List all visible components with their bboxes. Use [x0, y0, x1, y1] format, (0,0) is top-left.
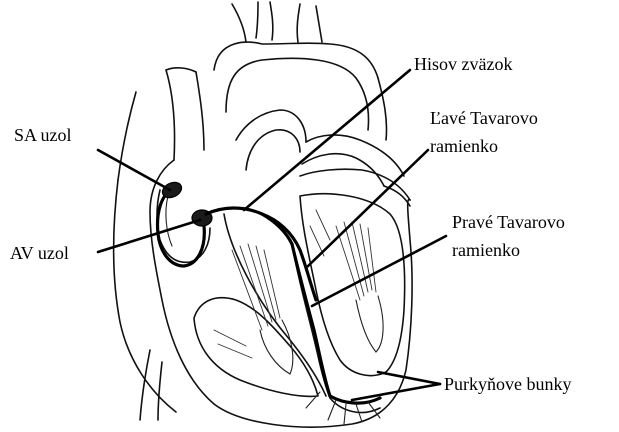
- septum-left-edge: [224, 214, 326, 396]
- purkinje-fiber-1: [328, 400, 336, 420]
- right-atrium-inner: [166, 196, 172, 246]
- svc-inner: [196, 72, 204, 150]
- label-left-bundle-line1: Ľavé Tavarovo: [430, 108, 538, 128]
- aorta-branch-mid: [256, 2, 258, 38]
- aorta-branch-right: [297, 4, 300, 42]
- left-trabecula-1: [316, 210, 330, 240]
- chordae-right-2: [240, 246, 268, 326]
- aortic-arch: [214, 42, 378, 78]
- papillary-left: [356, 296, 383, 352]
- aorta-inner: [226, 58, 369, 130]
- chordae-left-5: [368, 228, 376, 292]
- label-right-bundle-line1: Pravé Tavarovo: [452, 212, 565, 232]
- leader-purkinje-1: [378, 372, 440, 384]
- label-purkinje: Purkyňove bunky: [444, 374, 572, 394]
- left-bundle-branch: [262, 214, 316, 300]
- aorta-branch-right2: [316, 6, 322, 42]
- right-trabecula-1: [214, 330, 246, 346]
- papillary-right: [260, 320, 293, 374]
- pulmonary-inner: [246, 130, 300, 170]
- purkinje-fiber-5: [306, 392, 320, 408]
- chordae-right-3: [248, 244, 272, 322]
- conduction-system: [158, 179, 380, 424]
- leader-purkinje-2: [352, 384, 440, 400]
- label-sa-node: SA uzol: [14, 125, 72, 145]
- label-right-bundle-line2: ramienko: [452, 240, 520, 260]
- leader-bundle-of-his: [244, 70, 410, 210]
- right-trabecula-2: [218, 344, 252, 358]
- heart-outer-contour: [150, 160, 412, 427]
- aorta-branch-mid2: [270, 2, 273, 40]
- ivc-inner: [158, 362, 162, 420]
- aorta-branch-left: [232, 4, 246, 42]
- purkinje-fiber-2: [344, 404, 346, 424]
- label-av-node: AV uzol: [10, 243, 69, 263]
- chordae-right-1: [232, 250, 262, 330]
- superior-vena-cava: [166, 70, 175, 160]
- label-left-bundle-line2: ramienko: [430, 136, 498, 156]
- right-ventricle: [194, 298, 318, 397]
- label-bundle-of-his: Hisov zväzok: [414, 54, 512, 74]
- leader-left-bundle: [306, 150, 428, 268]
- leader-sa-node: [98, 150, 170, 190]
- leader-right-bundle: [312, 236, 446, 306]
- svc-top: [166, 68, 196, 72]
- aorta-descending: [378, 78, 387, 140]
- bundle-of-his: [206, 208, 292, 244]
